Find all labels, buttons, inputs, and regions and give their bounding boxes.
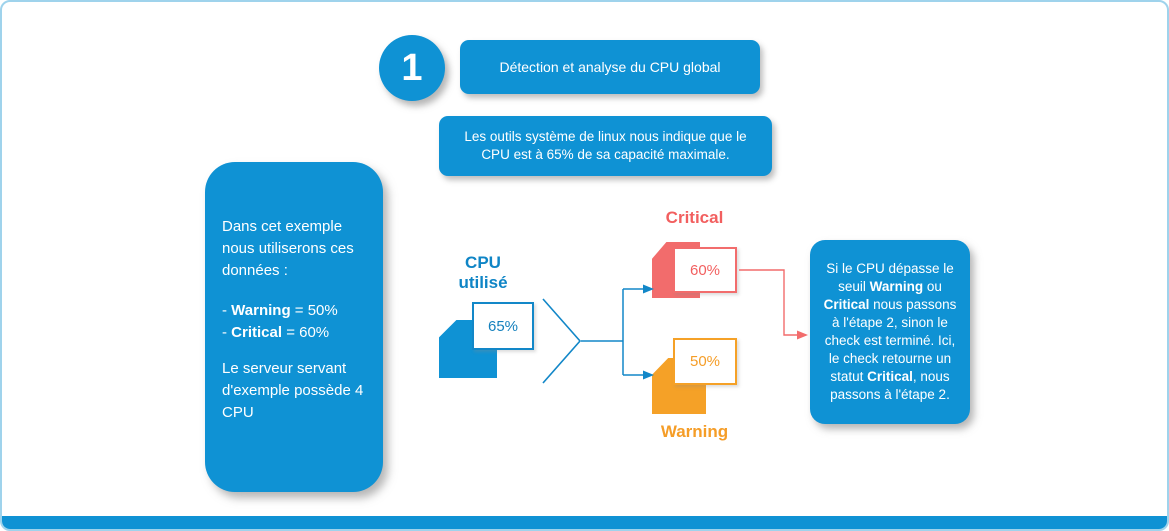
note-segment: , nous passons à l'étape 2. <box>830 368 950 402</box>
threshold-term: Warning <box>231 302 291 319</box>
critical-to-note-connector <box>739 269 797 336</box>
note-segment: ou <box>923 279 942 295</box>
critical-threshold-line: - Critical = 60% <box>222 322 365 344</box>
critical-label: Critical <box>665 208 724 227</box>
critical-box: 60% <box>652 242 737 298</box>
arrow-right-icon <box>797 330 808 340</box>
critical-value: 60% <box>673 247 737 293</box>
threshold-value: = 50% <box>290 302 338 319</box>
threshold-value: = 60% <box>282 324 330 341</box>
warning-box: 50% <box>652 338 737 414</box>
branch-chevron <box>542 298 582 384</box>
warning-label: Warning <box>660 422 729 441</box>
step-title: Détection et analyse du CPU global <box>499 59 721 75</box>
step-description: Les outils système de linux nous indique… <box>464 128 747 162</box>
step-title-box: Détection et analyse du CPU global <box>460 40 760 94</box>
step-number-badge: 1 <box>379 35 445 101</box>
threshold-term: Critical <box>231 324 283 341</box>
cpu-used-box: 65% <box>439 302 534 382</box>
note-segment: Si le CPU dépasse le seuil <box>826 261 954 295</box>
footer-bar <box>2 516 1167 529</box>
example-note-outro: Le serveur servant d'exemple possède 4 C… <box>222 360 364 421</box>
threshold-prefix: - <box>222 324 232 341</box>
note-segment-bold: Critical <box>867 368 913 384</box>
step-description-box: Les outils système de linux nous indique… <box>439 116 772 176</box>
note-segment-bold: Critical <box>823 297 870 313</box>
cpu-used-label: CPU utilisé <box>458 253 508 293</box>
cpu-used-value: 65% <box>472 302 534 350</box>
example-note-intro: Dans cet exemple nous utiliserons ces do… <box>222 218 354 279</box>
step-number: 1 <box>401 46 423 89</box>
threshold-prefix: - <box>222 302 232 319</box>
note-segment: nous passons à l'étape 2, sinon le check… <box>824 297 957 384</box>
warning-value: 50% <box>673 338 737 385</box>
branch-connector <box>581 288 643 376</box>
note-segment-bold: Warning <box>869 279 924 295</box>
decision-note: Si le CPU dépasse le seuil Warning ou Cr… <box>810 240 970 424</box>
decision-note-text: Si le CPU dépasse le seuil Warning ou Cr… <box>820 260 960 404</box>
warning-threshold-line: - Warning = 50% <box>222 300 365 322</box>
example-note: Dans cet exemple nous utiliserons ces do… <box>205 162 383 492</box>
